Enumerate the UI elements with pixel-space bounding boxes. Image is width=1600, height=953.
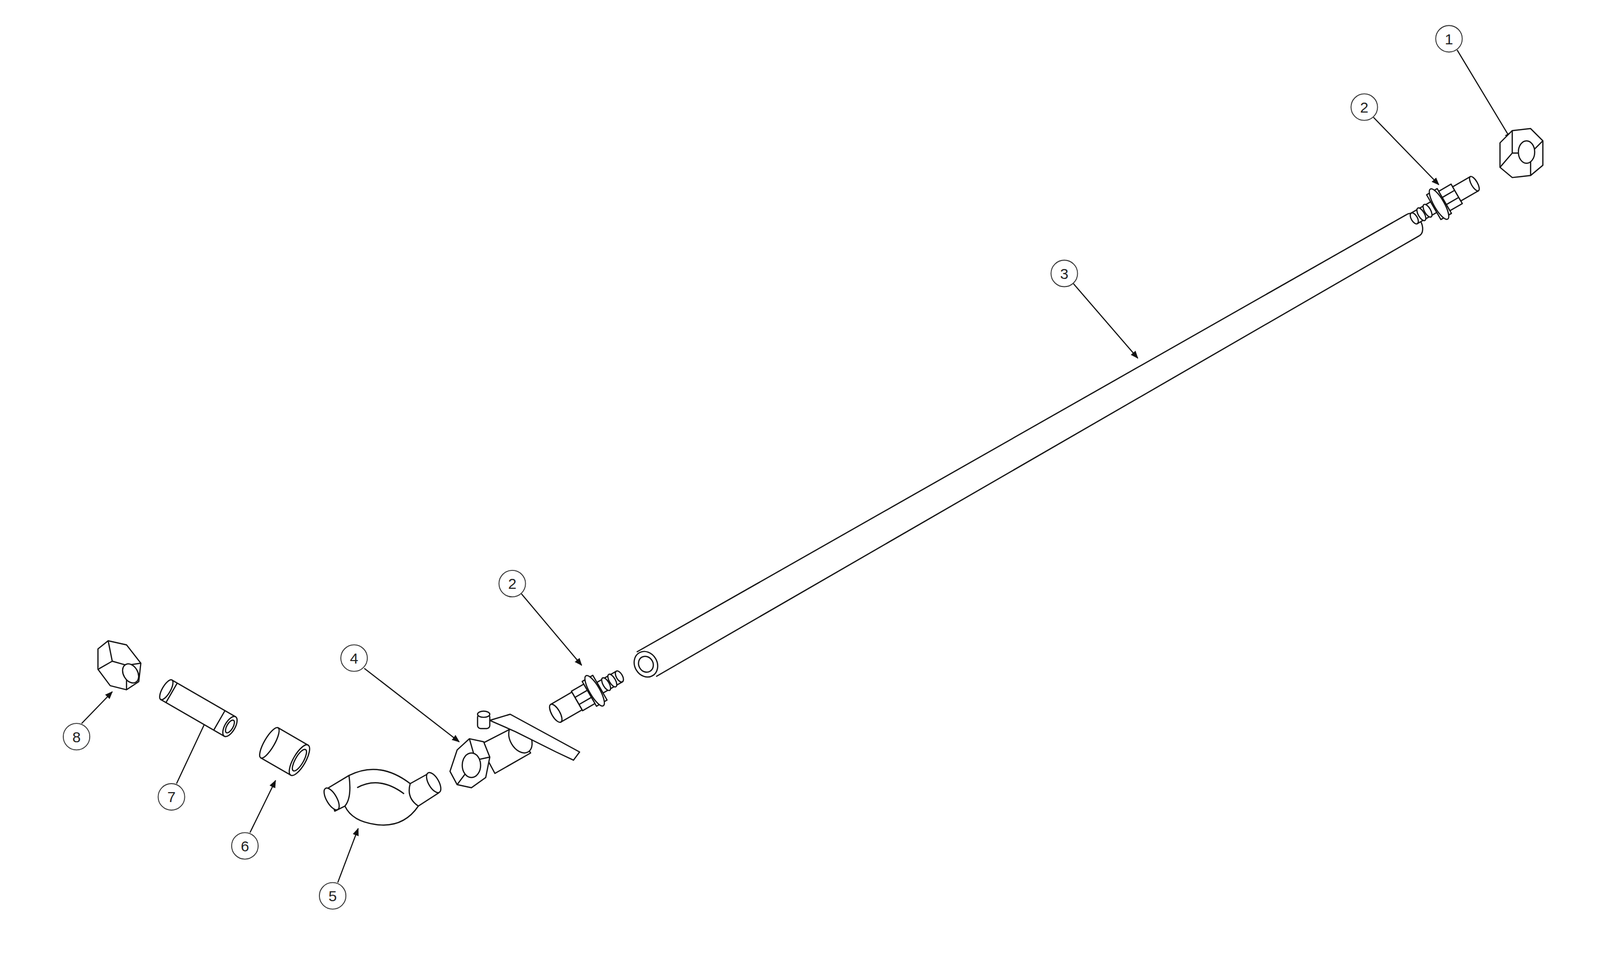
hex-bushing	[98, 640, 143, 690]
callout-number: 2	[1360, 100, 1369, 116]
pipe-nipple	[156, 678, 240, 739]
callout-number: 7	[167, 789, 176, 805]
barb-fitting	[1403, 166, 1486, 235]
callout-number: 2	[508, 576, 517, 592]
coupling	[256, 725, 314, 779]
callout-number: 3	[1060, 266, 1069, 282]
leader-lines	[81, 49, 1512, 883]
callout-number: 6	[240, 839, 250, 855]
elbow	[320, 769, 444, 826]
callout-number: 5	[328, 888, 337, 904]
ball-valve	[449, 711, 580, 789]
callout-balloons	[63, 25, 1463, 910]
pipe	[629, 213, 1423, 682]
callout-number: 8	[72, 729, 81, 745]
callout-number: 4	[349, 651, 359, 667]
hex-nut	[1499, 128, 1543, 178]
callout-number: 1	[1445, 31, 1454, 47]
barb-fitting	[543, 660, 631, 731]
